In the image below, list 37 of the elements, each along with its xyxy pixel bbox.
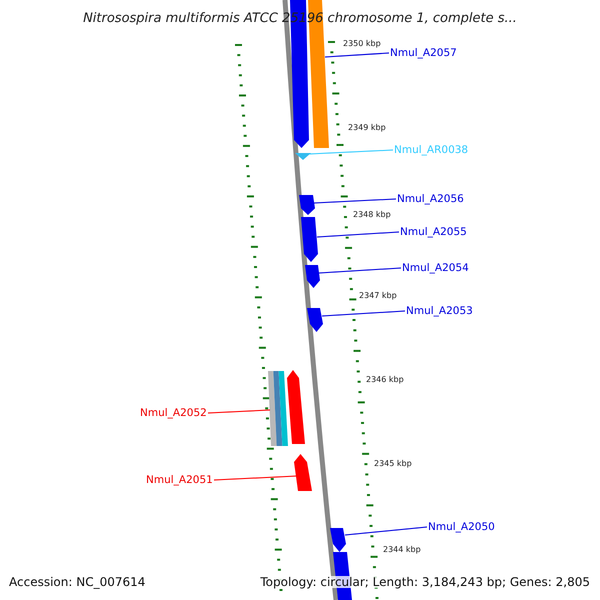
leader-line [344,526,428,536]
gene-label: Nmul_A2055 [400,226,467,237]
gene-feature [294,454,312,491]
leader-line [316,232,400,238]
scale-label: 2348 kbp [353,211,391,219]
gene-feature [305,265,320,288]
leader-line [322,310,406,316]
gene-label: Nmul_A2056 [397,194,464,204]
leader-line [308,150,394,154]
gene-label: Nmul_A2050 [428,522,495,532]
gene-label: Nmul_A2051 [146,474,213,485]
gene-label: Nmul_A2052 [140,408,207,418]
gene-feature [299,195,315,215]
scale-label: 2350 kbp [343,40,381,48]
leader-line [324,52,390,58]
scale-label: 2347 kbp [359,292,397,300]
map-title: Nitrosospira multiformis ATCC 25196 chromosome 1, complete s... [82,12,518,25]
leader-line [314,198,396,204]
gene-feature [287,370,305,444]
leader-line [214,476,298,480]
trna-marker [295,153,311,160]
scale-label: 2349 kbp [348,124,386,132]
gene-feature [307,308,323,332]
leader-line [208,410,270,414]
scale-label: 2346 kbp [366,376,404,384]
gene-feature [301,217,318,262]
gene-label: Nmul_AR0038 [394,144,468,155]
info-text: Topology: circular; Length: 3,184,243 bp; Genes: 2,805 [260,576,590,588]
info-text: Accession: NC_007614 [9,576,146,588]
leader-line [318,268,402,274]
gene-label: Nmul_A2054 [402,262,469,273]
gene-label: Nmul_A2057 [390,48,457,58]
scale-label: 2344 kbp [383,546,421,554]
gene-block [268,371,288,446]
scale-label: 2345 kbp [374,460,412,468]
gene-label: Nmul_A2053 [406,306,473,316]
gene-feature [330,528,346,552]
